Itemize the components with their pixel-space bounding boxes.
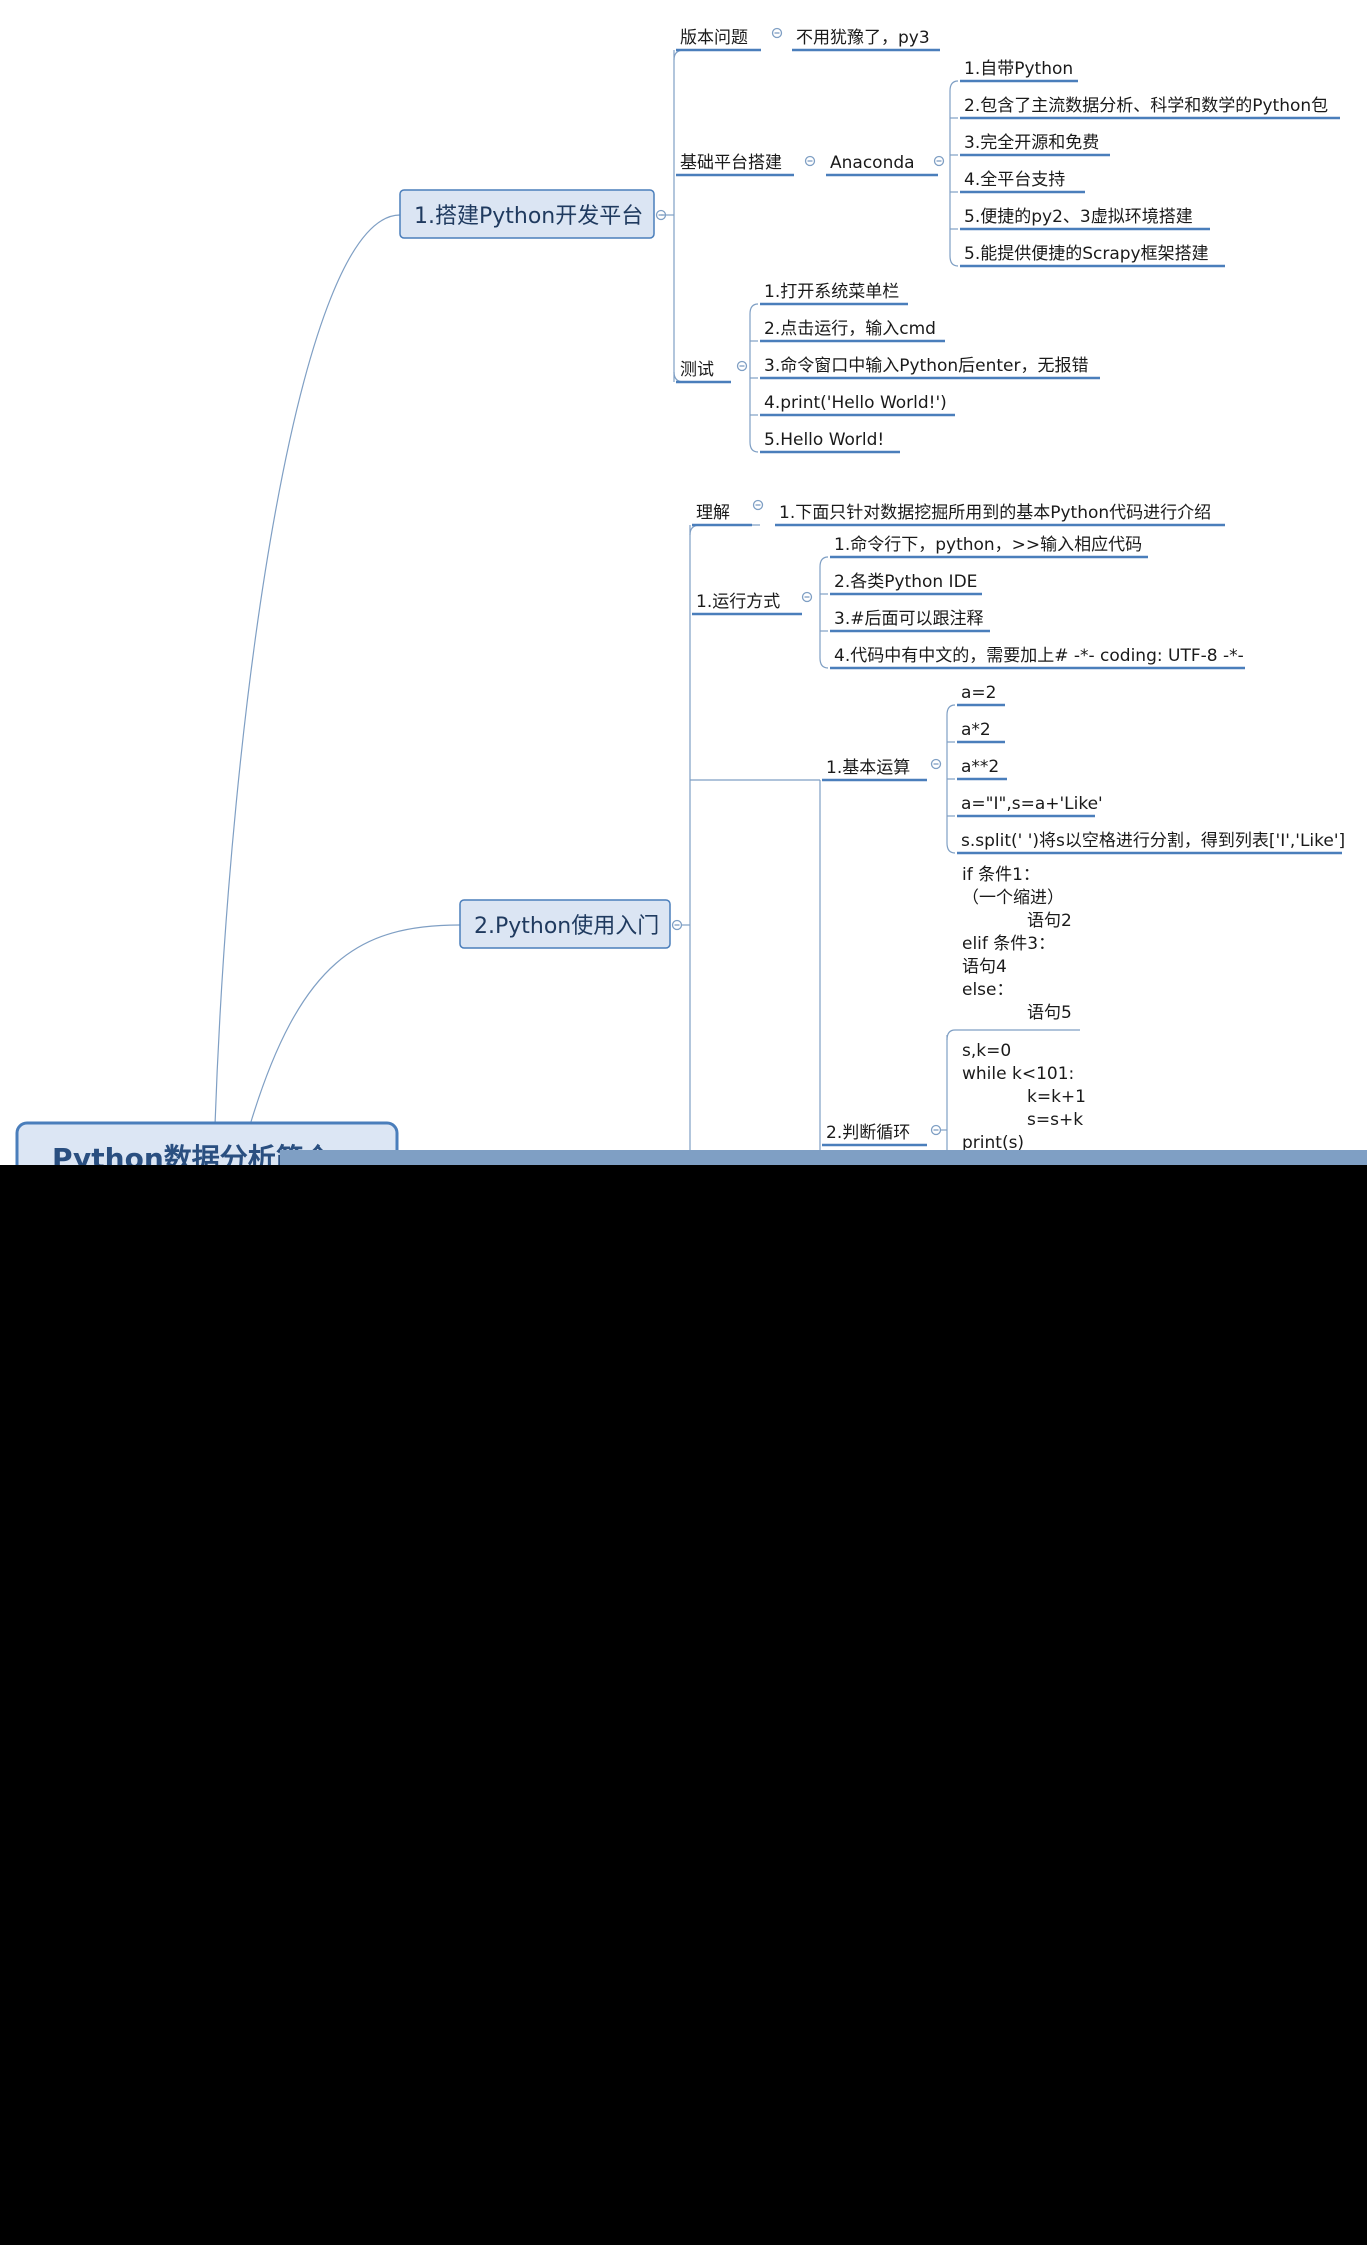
branch-connector bbox=[946, 1029, 1080, 1041]
leaf-run-mode-2: 2.各类Python IDE bbox=[834, 572, 977, 592]
main-topic-2-label: 2.Python使用入门 bbox=[474, 914, 659, 939]
code-line-if-3: 语句2 bbox=[1027, 911, 1072, 931]
leaf-anaconda-1: 1.自带Python bbox=[964, 59, 1073, 79]
mindmap-diagram: Python数据分析简介 1.搭建Python开发平台 版本问题 不用犹豫了，py3 基… bbox=[15, 27, 1345, 1165]
branch-connector bbox=[946, 715, 956, 854]
branch-connector bbox=[946, 704, 956, 716]
sub-topic-test: 测试 bbox=[680, 360, 714, 380]
horizontal-band bbox=[280, 1150, 1367, 1165]
leaf-run-mode-3: 3.#后面可以跟注释 bbox=[834, 609, 983, 629]
leaf-basic-ops-3: a**2 bbox=[961, 757, 999, 777]
leaf-test-2: 2.点击运行，输入cmd bbox=[764, 319, 936, 339]
leaf-py3: 不用犹豫了，py3 bbox=[796, 28, 930, 48]
leaf-anaconda-3: 3.完全开源和免费 bbox=[964, 133, 1099, 153]
root-title: Python数据分析简介 bbox=[52, 1142, 333, 1165]
code-line-if-4: elif 条件3： bbox=[962, 934, 1055, 954]
branch-connector bbox=[819, 556, 829, 568]
code-line-while-1: s,k=0 bbox=[962, 1041, 1011, 1061]
code-line-while-5: print(s) bbox=[962, 1133, 1024, 1153]
leaf-test-1: 1.打开系统菜单栏 bbox=[764, 282, 899, 302]
code-line-while-3: k=k+1 bbox=[1027, 1087, 1086, 1107]
code-line-if-7: 语句5 bbox=[1027, 1003, 1072, 1023]
code-line-if-5: 语句4 bbox=[962, 957, 1007, 977]
sub-topic-loops: 2.判断循环 bbox=[826, 1123, 910, 1143]
node-anaconda: Anaconda bbox=[830, 153, 915, 173]
code-line-while-2: while k<101: bbox=[962, 1064, 1074, 1084]
main-topic-1-label: 1.搭建Python开发平台 bbox=[414, 204, 643, 229]
mindmap-canvas: Python数据分析简介 1.搭建Python开发平台 版本问题 不用犹豫了，py3 基… bbox=[0, 0, 1367, 1165]
leaf-anaconda-5: 5.便捷的py2、3虚拟环境搭建 bbox=[964, 207, 1193, 227]
branch-connector bbox=[949, 91, 959, 267]
main-topic-2[interactable] bbox=[459, 899, 671, 949]
leaf-basic-ops-1: a=2 bbox=[961, 683, 996, 703]
sub-topic-run-mode: 1.运行方式 bbox=[696, 592, 780, 612]
branch-connector bbox=[949, 80, 959, 92]
sub-topic-basic-ops: 1.基本运算 bbox=[826, 758, 910, 778]
root-link-branch-1 bbox=[214, 214, 401, 1126]
leaf-understanding: 1.下面只针对数据挖掘所用到的基本Python代码进行介绍 bbox=[779, 503, 1211, 523]
leaf-basic-ops-5: s.split(' ')将s以空格进行分割，得到列表['I','Like'] bbox=[961, 831, 1345, 851]
code-line-if-1: if 条件1： bbox=[962, 865, 1040, 885]
main-topic-1[interactable] bbox=[399, 189, 655, 239]
leaf-test-3: 3.命令窗口中输入Python后enter，无报错 bbox=[764, 356, 1089, 376]
branch-connector bbox=[819, 567, 829, 669]
sub-topic-version: 版本问题 bbox=[680, 28, 748, 48]
leaf-basic-ops-4: a="I",s=a+'Like' bbox=[961, 794, 1103, 814]
leaf-test-5: 5.Hello World! bbox=[764, 430, 884, 450]
leaf-anaconda-4: 4.全平台支持 bbox=[964, 170, 1065, 190]
branch-connector bbox=[689, 524, 760, 536]
leaf-run-mode-4: 4.代码中有中文的，需要加上# -*- coding: UTF-8 -*- bbox=[834, 646, 1244, 666]
branch-connector bbox=[749, 303, 759, 315]
sub-topic-understanding: 理解 bbox=[696, 503, 730, 523]
code-line-while-4: s=s+k bbox=[1027, 1110, 1083, 1130]
leaf-test-4: 4.print('Hello World!') bbox=[764, 393, 947, 413]
root-link-branch-2 bbox=[249, 924, 461, 1126]
code-line-if-6: else： bbox=[962, 980, 1014, 1000]
code-line-if-2: （一个缩进） bbox=[962, 888, 1064, 908]
branch-connector bbox=[673, 49, 760, 61]
leaf-anaconda-6: 5.能提供便捷的Scrapy框架搭建 bbox=[964, 244, 1209, 264]
branch-connector bbox=[749, 314, 759, 453]
leaf-basic-ops-2: a*2 bbox=[961, 720, 991, 740]
sub-topic-base-platform: 基础平台搭建 bbox=[680, 153, 782, 173]
leaf-run-mode-1: 1.命令行下，python，>>输入相应代码 bbox=[834, 535, 1142, 555]
leaf-anaconda-2: 2.包含了主流数据分析、科学和数学的Python包 bbox=[964, 96, 1328, 116]
